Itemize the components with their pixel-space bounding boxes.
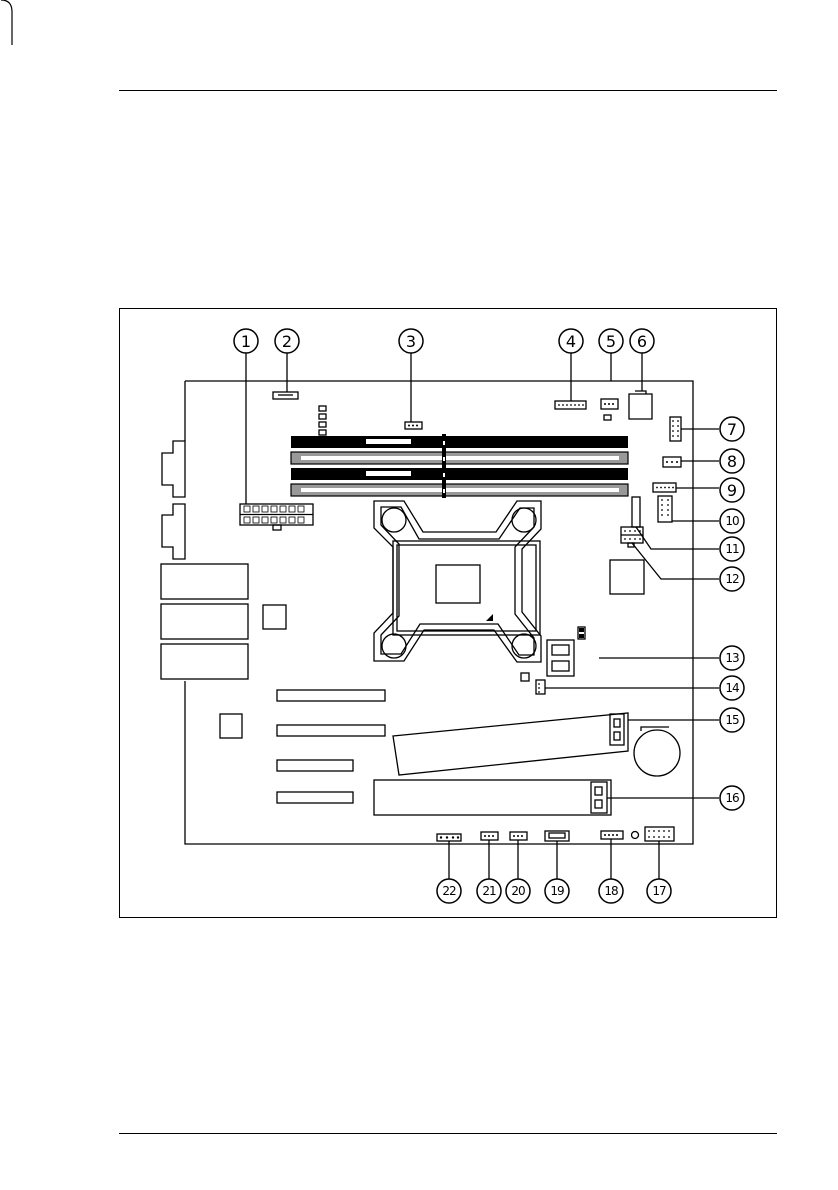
- rear-port-serial-1: [162, 441, 185, 497]
- pcie-slot-1: [277, 690, 385, 701]
- callout-18: 18: [604, 884, 618, 898]
- callout-6: 6: [637, 332, 647, 351]
- fan-connector-14: [536, 680, 545, 694]
- cpu-die: [436, 565, 480, 603]
- callout-1: 1: [241, 332, 251, 351]
- callout-8: 8: [727, 452, 737, 471]
- m2-slot-16: [374, 780, 611, 815]
- connector-11: [632, 497, 640, 527]
- rear-port-serial-2: [162, 504, 185, 559]
- callout-5: 5: [606, 332, 616, 351]
- connector-6: [629, 394, 652, 419]
- callout-12: 12: [725, 572, 739, 586]
- board-outline: [185, 381, 693, 844]
- header-rule: [119, 90, 777, 91]
- footer-rule: [119, 1133, 777, 1134]
- rear-port-lan: [161, 644, 248, 679]
- small-chip-left: [263, 605, 286, 629]
- callout-2: 2: [282, 332, 292, 351]
- callout-7: 7: [727, 420, 737, 439]
- motherboard-diagram: 1 2 3 4 5 6 7 8 9 10 11 12 13 14 15 16 1…: [120, 309, 778, 919]
- cmos-battery: [634, 730, 680, 776]
- motherboard-figure-frame: 1 2 3 4 5 6 7 8 9 10 11 12 13 14 15 16 1…: [119, 308, 777, 918]
- rear-port-usb-2: [161, 604, 248, 639]
- pcie-slot-3: [277, 760, 353, 771]
- small-chip-lower-left: [220, 714, 242, 738]
- connector-7: [670, 417, 681, 441]
- callout-19: 19: [550, 884, 564, 898]
- callout-21: 21: [482, 884, 496, 898]
- callout-14: 14: [725, 681, 739, 695]
- callout-3: 3: [406, 332, 416, 351]
- connector-17: [645, 827, 674, 841]
- callout-22: 22: [442, 884, 456, 898]
- pcie-slot-4: [277, 792, 353, 803]
- callout-20: 20: [511, 884, 525, 898]
- callout-9: 9: [727, 481, 737, 500]
- callout-11: 11: [725, 542, 739, 556]
- callout-10: 10: [725, 514, 739, 528]
- callout-17: 17: [652, 884, 666, 898]
- pcie-slot-2: [277, 725, 385, 736]
- chipset: [610, 560, 644, 594]
- callout-15: 15: [725, 713, 739, 727]
- connector-10: [658, 496, 672, 522]
- callout-16: 16: [725, 791, 739, 805]
- m2-slot-15: [393, 713, 628, 775]
- rear-port-usb-1: [161, 564, 248, 599]
- cpu-socket: [374, 501, 541, 662]
- dimm-slots: [291, 434, 628, 498]
- page-corner-mark: [0, 0, 14, 45]
- callout-4: 4: [566, 332, 576, 351]
- callout-13: 13: [725, 651, 739, 665]
